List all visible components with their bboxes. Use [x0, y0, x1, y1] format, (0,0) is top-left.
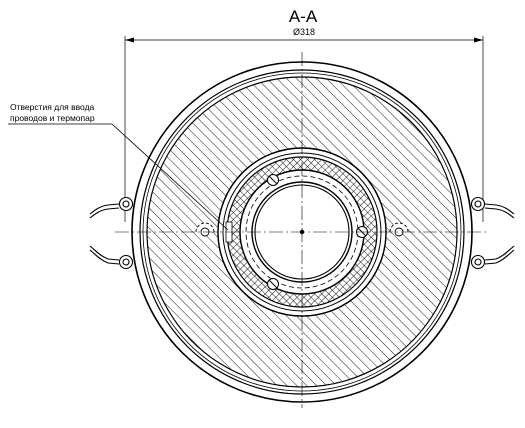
diameter-label: Ø318: [293, 27, 315, 37]
diameter-dimension: [124, 36, 484, 222]
wire-hole-right: [389, 222, 409, 237]
terminal-left-bottom: [89, 245, 134, 270]
screw-bottom: [267, 278, 279, 290]
screw-top: [267, 174, 279, 186]
terminal-right-bottom: [470, 245, 515, 270]
callout-line-1: Отверстия для ввода: [10, 102, 95, 112]
center-lines: [115, 52, 489, 408]
callout-line-2: проводов и термопар: [10, 113, 95, 123]
callout-leader: [8, 123, 229, 231]
terminal-right-top: [470, 196, 515, 219]
terminal-left-top: [89, 196, 134, 219]
section-title: A-A: [289, 7, 318, 26]
